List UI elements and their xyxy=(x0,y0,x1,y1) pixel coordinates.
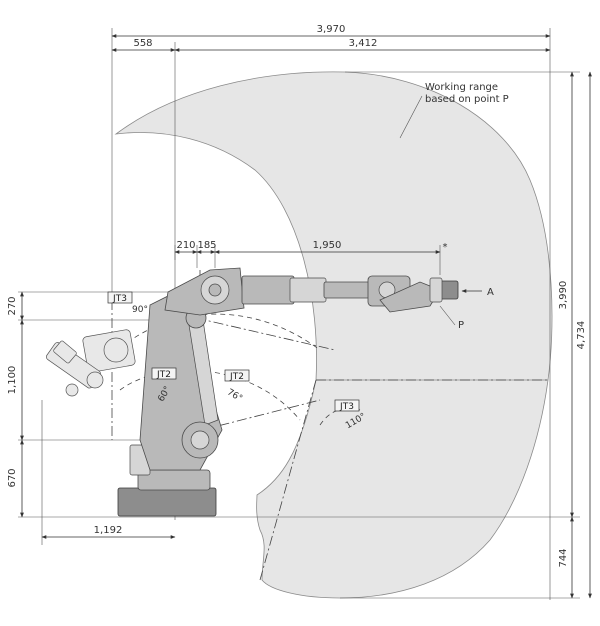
dim-overall-width: 3,970 xyxy=(317,24,346,35)
jt2-right-box xyxy=(224,369,250,382)
point-p-leader xyxy=(439,305,456,326)
lower-range-diagonal xyxy=(259,379,317,581)
dim-offset-a: 210 xyxy=(176,240,195,251)
dim-upper-arm: 1,100 xyxy=(7,366,18,395)
dim-front-reach: 3,412 xyxy=(349,38,378,49)
jt3-right-label: JT3 xyxy=(339,402,354,412)
jt3-forward-line xyxy=(195,317,336,351)
dim-wrist-offset: 270 xyxy=(7,296,18,315)
asterisk-mark: * xyxy=(443,242,448,253)
angle-jt3-up: 90° xyxy=(132,305,148,315)
dim-range-above: 3,990 xyxy=(558,281,569,310)
jt3-right-box xyxy=(334,399,360,412)
robot-forearm-tube xyxy=(323,281,371,299)
robot-base xyxy=(117,487,217,517)
jt2-left-box xyxy=(151,367,177,380)
robot-flange xyxy=(439,280,459,300)
point-p-label: P xyxy=(458,320,464,331)
robot-rear-pose xyxy=(45,329,136,397)
working-range-leader xyxy=(399,95,423,139)
jt3-left-box xyxy=(107,291,133,304)
jt2-left-label: JT2 xyxy=(156,370,171,380)
dim-rear-swing: 1,192 xyxy=(94,525,123,536)
jt3-lower-arc xyxy=(319,407,361,426)
jt2-right-label: JT2 xyxy=(229,372,244,382)
jt3-left-label: JT3 xyxy=(112,294,127,304)
angle-jt2-front: 76° xyxy=(225,388,244,405)
jt3-arc xyxy=(119,313,321,351)
robot-forearm-base xyxy=(241,275,295,305)
robot-main xyxy=(117,267,459,517)
dim-offset-b: 185 xyxy=(197,240,216,251)
dim-base-height: 670 xyxy=(7,468,18,487)
working-range-label-1: Working range xyxy=(425,82,498,93)
dim-range-below: 744 xyxy=(558,548,569,567)
dim-total-height: 4,734 xyxy=(576,321,587,350)
dim-rear-reach: 558 xyxy=(133,38,152,49)
jt2-forward-line xyxy=(201,399,321,431)
point-a-label: A xyxy=(487,287,494,298)
robot-forearm-mid xyxy=(289,277,327,303)
dim-arm-length: 1,950 xyxy=(313,240,342,251)
working-range-label-2: based on point P xyxy=(425,94,509,105)
